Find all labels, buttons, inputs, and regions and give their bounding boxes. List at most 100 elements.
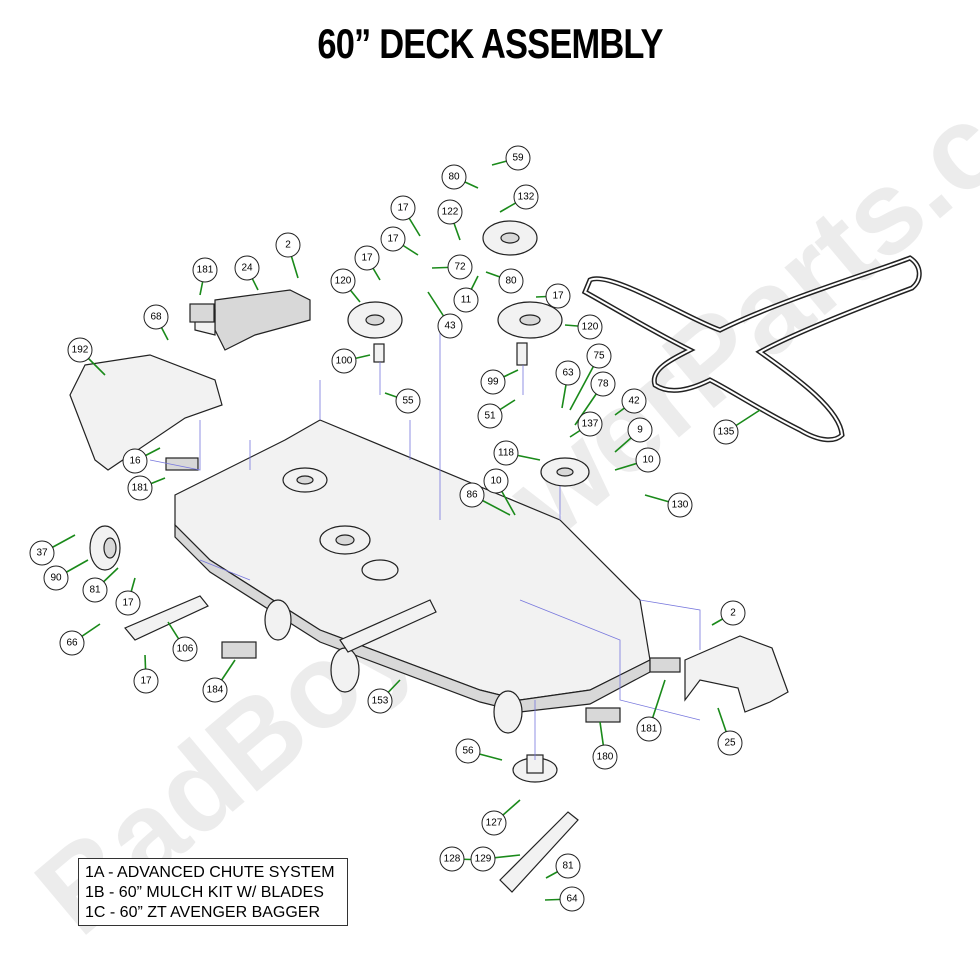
callout-circle — [627, 417, 653, 443]
callout-circle — [127, 475, 153, 501]
right-chute-guard — [221, 635, 789, 723]
callout-circle — [555, 853, 581, 879]
callout-9: 9 — [627, 417, 653, 443]
callout-circle — [172, 636, 198, 662]
callout-circle — [505, 145, 531, 171]
callout-label: 2 — [730, 608, 736, 619]
legend-item: 1C - 60” ZT AVENGER BAGGER — [85, 904, 321, 921]
callout-55: 55 — [395, 388, 421, 414]
callout-label: 43 — [444, 321, 456, 332]
callout-180: 180 — [592, 744, 618, 770]
callout-circle — [590, 371, 616, 397]
callout-label: 25 — [724, 738, 736, 749]
callout-circle — [447, 254, 473, 280]
callout-118: 118 — [493, 440, 519, 466]
callout-2: 2 — [275, 232, 301, 258]
callout-137: 137 — [577, 411, 603, 437]
callout-label: 17 — [361, 253, 373, 264]
callout-label: 192 — [72, 345, 89, 356]
callout-10: 10 — [483, 468, 509, 494]
callout-label: 17 — [552, 291, 564, 302]
callout-label: 17 — [140, 676, 152, 687]
callout-99: 99 — [480, 369, 506, 395]
callout-label: 153 — [372, 696, 389, 707]
callout-25: 25 — [717, 730, 743, 756]
callout-label: 11 — [461, 295, 472, 306]
callout-81: 81 — [555, 853, 581, 879]
callout-81: 81 — [82, 577, 108, 603]
kit-legend: 1A - ADVANCED CHUTE SYSTEM 1B - 60” MULC… — [78, 858, 348, 926]
callout-106: 106 — [172, 636, 198, 662]
callout-circle — [635, 447, 661, 473]
callout-label: 64 — [566, 894, 578, 905]
callout-circle — [545, 283, 571, 309]
spindle-blade — [499, 700, 579, 893]
callout-label: 51 — [484, 411, 496, 422]
callout-label: 63 — [562, 368, 574, 379]
callout-label: 181 — [132, 483, 149, 494]
callout-circle — [481, 810, 507, 836]
callout-label: 81 — [562, 861, 574, 872]
callout-circle — [483, 468, 509, 494]
callout-label: 128 — [444, 854, 461, 865]
callout-label: 181 — [641, 724, 658, 735]
callout-132: 132 — [513, 184, 539, 210]
callout-circle — [717, 730, 743, 756]
callout-circle — [459, 482, 485, 508]
callout-43: 43 — [437, 313, 463, 339]
callout-circle — [437, 199, 463, 225]
callout-label: 10 — [490, 476, 502, 487]
callout-120: 120 — [330, 268, 356, 294]
callout-37: 37 — [29, 540, 55, 566]
callout-circle — [470, 846, 496, 872]
callout-circle — [82, 577, 108, 603]
callout-130: 130 — [667, 492, 693, 518]
callout-circle — [115, 590, 141, 616]
callout-label: 37 — [36, 548, 48, 559]
callout-circle — [67, 337, 93, 363]
callout-circle — [331, 348, 357, 374]
callout-label: 75 — [593, 351, 605, 362]
callout-label: 17 — [397, 203, 409, 214]
callout-42: 42 — [621, 388, 647, 414]
callout-circle — [498, 268, 524, 294]
legend-item: 1A - ADVANCED CHUTE SYSTEM — [85, 864, 335, 881]
callout-circle — [441, 164, 467, 190]
callout-circle — [455, 738, 481, 764]
callout-label: 132 — [518, 192, 535, 203]
callout-78: 78 — [590, 371, 616, 397]
callout-label: 118 — [498, 448, 514, 459]
callout-circle — [395, 388, 421, 414]
callout-circle — [577, 411, 603, 437]
callout-51: 51 — [477, 403, 503, 429]
callout-17: 17 — [133, 668, 159, 694]
callout-label: 9 — [637, 425, 643, 436]
callout-circle — [330, 268, 356, 294]
callout-192: 192 — [67, 337, 93, 363]
callout-17: 17 — [380, 226, 406, 252]
callout-90: 90 — [43, 565, 69, 591]
callout-label: 80 — [505, 276, 517, 287]
callout-label: 78 — [597, 379, 609, 390]
callout-17: 17 — [354, 245, 380, 271]
callout-129: 129 — [470, 846, 496, 872]
callout-86: 86 — [459, 482, 485, 508]
callout-181: 181 — [127, 475, 153, 501]
callout-label: 80 — [448, 172, 460, 183]
chute-guard — [69, 289, 311, 471]
callout-label: 66 — [66, 638, 78, 649]
deck-pulleys — [282, 457, 590, 581]
callout-17: 17 — [545, 283, 571, 309]
callout-label: 24 — [241, 263, 253, 274]
callout-120: 120 — [577, 314, 603, 340]
callout-circle — [713, 419, 739, 445]
callout-circle — [720, 600, 746, 626]
callout-label: 122 — [442, 207, 459, 218]
callout-80: 80 — [498, 268, 524, 294]
callout-100: 100 — [331, 348, 357, 374]
callout-circle — [192, 257, 218, 283]
callout-circle — [202, 677, 228, 703]
callout-circle — [59, 630, 85, 656]
callout-circle — [439, 846, 465, 872]
callout-circle — [122, 448, 148, 474]
